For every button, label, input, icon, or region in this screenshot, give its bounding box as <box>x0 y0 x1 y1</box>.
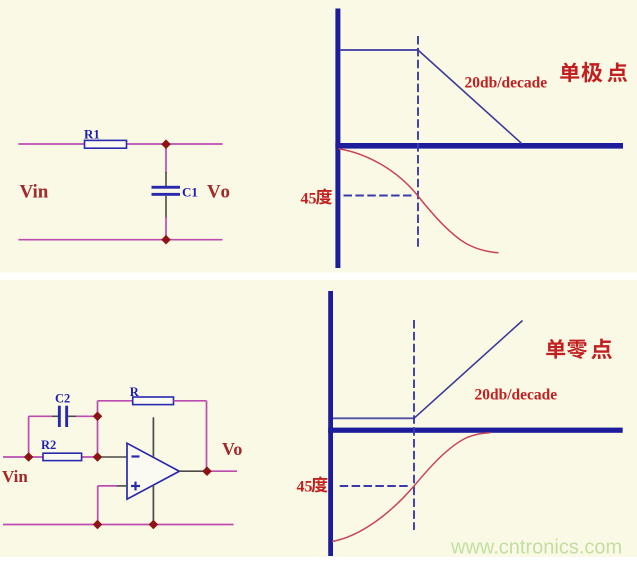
svg-text:Vo: Vo <box>207 182 231 203</box>
svg-text:R: R <box>130 385 140 399</box>
svg-text:45: 45 <box>301 191 317 208</box>
svg-text:C2: C2 <box>55 392 70 406</box>
svg-text:Vin: Vin <box>20 182 49 203</box>
svg-text:20db/decade: 20db/decade <box>475 387 558 404</box>
svg-text:R2: R2 <box>41 438 56 452</box>
svg-text:45: 45 <box>297 479 313 496</box>
svg-text:R1: R1 <box>84 126 100 141</box>
svg-text:www.cntronics.com: www.cntronics.com <box>450 537 622 559</box>
svg-text:C1: C1 <box>182 184 198 199</box>
svg-text:Vo: Vo <box>222 439 242 459</box>
svg-text:Vin: Vin <box>2 467 28 486</box>
svg-text:20db/decade: 20db/decade <box>465 75 548 92</box>
